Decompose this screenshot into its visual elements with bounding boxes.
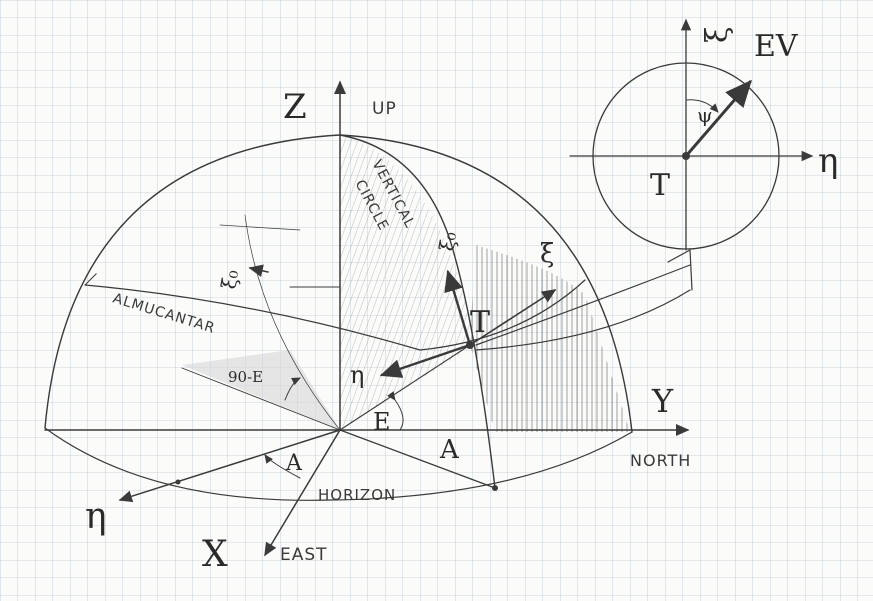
angle-a-left-arc bbox=[264, 454, 301, 479]
right-hatched-region bbox=[470, 245, 630, 432]
meridian-tick bbox=[219, 224, 301, 231]
inset-point-t bbox=[682, 152, 690, 160]
label-eta-mid: η bbox=[350, 361, 364, 389]
label-inset-eta: η bbox=[818, 141, 838, 181]
label-a-right: A bbox=[439, 435, 460, 465]
line-to-t bbox=[339, 344, 471, 431]
point-horizon bbox=[492, 485, 498, 491]
label-eta-bottom: η bbox=[85, 496, 107, 537]
angle-e-arc bbox=[387, 391, 404, 431]
label-inset-xi: ξ bbox=[700, 26, 735, 43]
label-horizon: HORIZON bbox=[318, 486, 396, 504]
connector-lower bbox=[475, 289, 691, 351]
label-t: T bbox=[470, 305, 490, 340]
eta-vector bbox=[379, 343, 472, 378]
label-xi: ξ bbox=[540, 239, 554, 269]
point-t bbox=[466, 341, 474, 349]
point-horizon-left bbox=[175, 479, 181, 485]
meridian-left bbox=[244, 214, 341, 431]
label-north: NORTH bbox=[630, 451, 691, 470]
label-up: UP bbox=[372, 99, 397, 119]
azimuth-line bbox=[339, 429, 496, 489]
label-inset-psi: ψ bbox=[697, 103, 713, 127]
label-east: EAST bbox=[280, 545, 328, 565]
horizon-front bbox=[44, 427, 633, 501]
label-x: X bbox=[202, 534, 228, 575]
ninety-e-line bbox=[181, 367, 341, 431]
xi-vector bbox=[469, 289, 557, 346]
label-xi0-left: ξ₀ bbox=[216, 268, 243, 291]
label-z: Z bbox=[283, 87, 307, 127]
label-90-e: 90-E bbox=[228, 368, 263, 386]
vertical-circle-arc bbox=[339, 134, 496, 489]
angle-90e-arc bbox=[284, 377, 301, 401]
xi0-vector bbox=[444, 269, 472, 347]
almucantar-arc bbox=[84, 279, 586, 351]
label-inset-ev: EV bbox=[754, 29, 799, 64]
almucantar-tick bbox=[84, 273, 97, 286]
eta-prime-axis bbox=[118, 429, 341, 503]
inset-ev-vector bbox=[684, 79, 752, 158]
label-inset-t: T bbox=[650, 168, 670, 203]
label-a-left: A bbox=[285, 451, 303, 476]
almucantar-shade bbox=[182, 350, 340, 430]
vertical-circle-shade bbox=[340, 135, 475, 430]
inset-psi-arc bbox=[685, 99, 719, 113]
label-y: Y bbox=[651, 382, 674, 420]
connector-arrowhead bbox=[667, 249, 693, 291]
label-e: E bbox=[373, 408, 391, 436]
xi0-left-vector bbox=[248, 264, 269, 278]
connector-upper bbox=[475, 264, 691, 346]
x-axis bbox=[264, 429, 341, 557]
label-xi0-right: ξ₀ bbox=[434, 230, 461, 253]
